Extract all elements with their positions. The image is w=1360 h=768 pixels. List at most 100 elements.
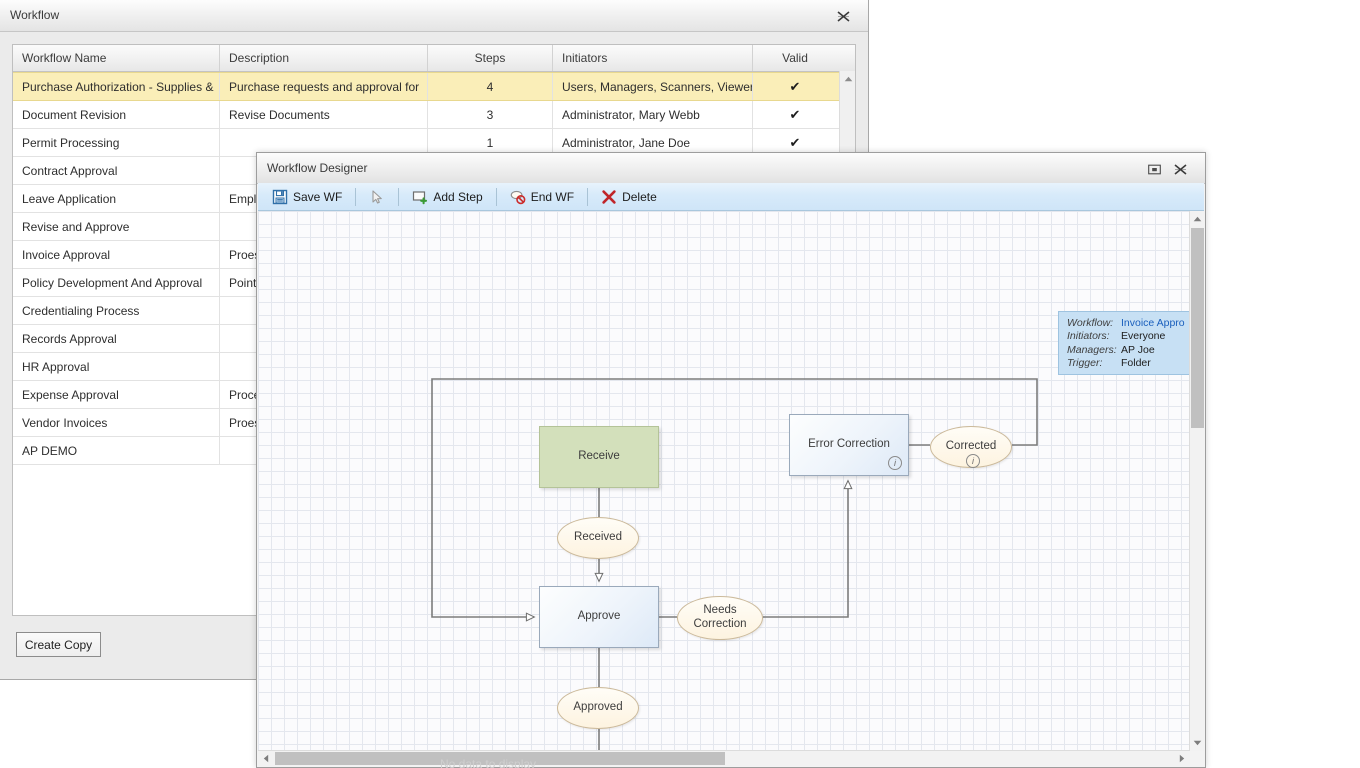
node-info-icon[interactable]: i	[966, 454, 980, 468]
designer-toolbar: Save WF Add Step	[258, 183, 1204, 211]
end-wf-label: End WF	[530, 189, 575, 204]
add-step-button[interactable]: Add Step	[406, 186, 488, 208]
cell-description: Revise Documents	[220, 101, 428, 128]
end-wf-icon	[510, 190, 526, 204]
toolbar-separator	[587, 187, 589, 206]
designer-window-title: Workflow Designer	[267, 161, 368, 175]
cell-steps: 1	[428, 129, 553, 156]
info-key-initiators: Initiators:	[1067, 330, 1110, 343]
save-icon	[272, 189, 288, 204]
workflow-close-button[interactable]	[832, 8, 854, 25]
cell-initiators: Users, Managers, Scanners, Viewers	[553, 73, 753, 100]
status-no-data-text: No data to display	[440, 757, 537, 768]
chevron-left-icon	[263, 754, 269, 763]
info-key-trigger: Trigger:	[1067, 356, 1103, 369]
cell-description: Purchase requests and approval for	[220, 73, 428, 100]
cell-workflow-name: Purchase Authorization - Supplies &	[13, 73, 220, 100]
cell-steps: 3	[428, 101, 553, 128]
scroll-up-button[interactable]	[1191, 212, 1204, 226]
cell-workflow-name: Invoice Approval	[13, 241, 220, 268]
cell-workflow-name: Credentialing Process	[13, 297, 220, 324]
diagram-node-label: Approve	[577, 610, 621, 623]
info-key-managers: Managers:	[1067, 343, 1117, 356]
info-key-workflow: Workflow:	[1067, 317, 1114, 329]
close-icon	[836, 11, 850, 22]
workflow-designer-window: Workflow Designer	[256, 152, 1206, 768]
cell-workflow-name: Leave Application	[13, 185, 220, 212]
vertical-scroll-thumb[interactable]	[1191, 228, 1204, 428]
toolbar-separator	[495, 187, 497, 206]
chevron-down-icon	[1193, 740, 1202, 746]
cell-workflow-name: Expense Approval	[13, 381, 220, 408]
cell-workflow-name: AP DEMO	[13, 437, 220, 464]
cell-valid: ✔	[753, 129, 837, 156]
diagram-node-approve[interactable]: Approve	[539, 586, 659, 648]
designer-titlebar: Workflow Designer	[257, 153, 1205, 184]
pointer-icon	[372, 189, 383, 204]
chevron-up-icon	[1193, 216, 1202, 222]
add-step-icon	[413, 190, 428, 204]
diagram-node-label: Needs Correction	[693, 604, 747, 630]
check-icon: ✔	[789, 79, 801, 94]
cell-workflow-name: Vendor Invoices	[13, 409, 220, 436]
column-header-initiators[interactable]: Initiators	[553, 45, 753, 71]
cell-description	[220, 129, 428, 156]
info-value-workflow[interactable]: Invoice Appro	[1121, 317, 1185, 329]
cell-workflow-name: HR Approval	[13, 353, 220, 380]
toolbar-separator	[355, 187, 357, 206]
diagram-node-label: Receive	[578, 450, 620, 463]
designer-horizontal-scrollbar[interactable]	[258, 750, 1190, 766]
scroll-up-button[interactable]	[840, 71, 856, 87]
info-value-initiators: Everyone	[1121, 330, 1166, 343]
delete-button[interactable]: Delete	[595, 186, 663, 208]
delete-icon	[602, 189, 616, 204]
chevron-right-icon	[1179, 754, 1185, 763]
column-header-description[interactable]: Description	[220, 45, 428, 71]
cell-valid: ✔	[753, 101, 837, 128]
diagram-node-approved[interactable]: Approved	[557, 687, 639, 729]
workflow-info-panel: Workflow: Invoice Appro Initiators: Ever…	[1058, 311, 1190, 375]
horizontal-scroll-thumb[interactable]	[275, 752, 725, 765]
diagram-node-label: Received	[574, 531, 622, 544]
table-row[interactable]: Purchase Authorization - Supplies &Purch…	[13, 72, 855, 101]
diagram-node-needs-correction[interactable]: Needs Correction	[677, 596, 763, 640]
add-step-label: Add Step	[433, 189, 483, 204]
designer-vertical-scrollbar[interactable]	[1189, 211, 1204, 751]
check-icon: ✔	[789, 107, 801, 122]
save-wf-button[interactable]: Save WF	[266, 186, 348, 208]
pointer-tool-button[interactable]	[363, 186, 391, 208]
chevron-up-icon	[844, 76, 852, 82]
diagram-node-receive[interactable]: Receive	[539, 426, 659, 488]
node-info-icon[interactable]: i	[888, 456, 902, 470]
scroll-right-button[interactable]	[1175, 752, 1189, 765]
designer-restore-button[interactable]	[1143, 161, 1165, 178]
toolbar-separator	[398, 187, 400, 206]
restore-window-icon	[1147, 164, 1161, 175]
column-header-steps[interactable]: Steps	[428, 45, 553, 71]
cell-workflow-name: Revise and Approve	[13, 213, 220, 240]
connector-layer	[431, 378, 1038, 751]
designer-close-button[interactable]	[1169, 161, 1191, 178]
check-icon: ✔	[789, 135, 801, 150]
scroll-left-button[interactable]	[259, 752, 273, 765]
column-header-valid[interactable]: Valid	[782, 51, 808, 65]
cell-initiators: Administrator, Jane Doe	[553, 129, 753, 156]
cell-steps: 4	[428, 73, 553, 100]
end-wf-button[interactable]: End WF	[504, 186, 580, 208]
delete-label: Delete	[622, 189, 657, 204]
cell-workflow-name: Permit Processing	[13, 129, 220, 156]
diagram-node-label: Approved	[573, 701, 623, 714]
scroll-down-button[interactable]	[1191, 736, 1204, 750]
cell-workflow-name: Document Revision	[13, 101, 220, 128]
close-icon	[1173, 164, 1187, 175]
cell-valid: ✔	[753, 73, 837, 100]
diagram-node-received[interactable]: Received	[557, 517, 639, 559]
grid-header-row: Workflow Name Description Steps Initiato…	[13, 45, 855, 72]
column-header-workflow-name[interactable]: Workflow Name	[13, 45, 220, 71]
create-copy-button[interactable]: Create Copy	[16, 632, 101, 657]
